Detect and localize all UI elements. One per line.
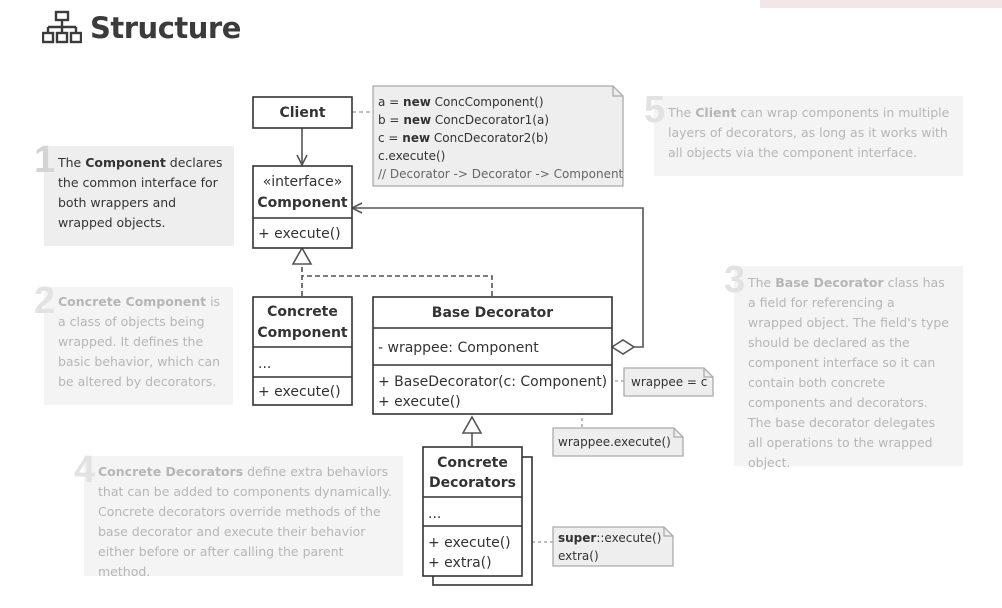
- concrete-component-method: + execute(): [258, 384, 341, 400]
- wrappee-execute-text: wrappee.execute(): [558, 435, 671, 449]
- note-number: 5: [644, 89, 666, 131]
- note-1: 1 The Component declares the common inte…: [34, 139, 234, 246]
- aggregation-link: [352, 208, 644, 348]
- client-code-comment: // Decorator -> Decorator -> Component: [378, 167, 624, 181]
- super-execute-line1: super::execute(): [558, 531, 661, 545]
- wrappee-assign-memo: wrappee = c: [623, 367, 714, 397]
- corner-decoration: [760, 0, 1002, 8]
- client-code-memo: a = new ConcComponent() b = new ConcDeco…: [372, 85, 624, 187]
- base-decorator-constructor: + BaseDecorator(c: Component): [378, 374, 607, 390]
- page-header: Structure: [42, 8, 241, 48]
- note-text: The Base Decorator class has a field for…: [748, 275, 949, 470]
- note-2: 2 Concrete Component is a class of objec…: [34, 280, 233, 405]
- super-execute-line2: extra(): [558, 549, 599, 563]
- client-code-line1: a = new ConcComponent(): [378, 95, 544, 109]
- concrete-decorators-name-line1: Concrete: [437, 455, 508, 471]
- realization-triangle: [291, 246, 313, 265]
- concrete-decorators-execute: + execute(): [428, 535, 511, 551]
- super-execute-memo: super::execute() extra(): [552, 526, 674, 567]
- component-stereotype: «interface»: [263, 174, 343, 190]
- client-code-line3: c = new ConcDecorator2(b): [378, 131, 548, 145]
- base-decorator-realization: [302, 275, 493, 296]
- wrappee-execute-memo: wrappee.execute(): [552, 427, 684, 457]
- component-interface-box: «interface» Component + execute(): [252, 165, 353, 249]
- concrete-decorators-field: ...: [428, 506, 441, 522]
- note-number: 1: [34, 139, 56, 181]
- base-decorator-field: - wrappee: Component: [378, 340, 539, 356]
- base-decorator-execute: + execute(): [378, 394, 461, 410]
- page-title: Structure: [90, 11, 241, 45]
- hierarchy-icon: [42, 10, 82, 44]
- note-text: The Client can wrap components in multip…: [668, 105, 950, 160]
- concrete-decorators-box: Concrete Decorators ... + execute() + ex…: [422, 446, 533, 586]
- component-name: Component: [257, 195, 348, 211]
- concrete-component-field: ...: [258, 356, 271, 372]
- note-number: 2: [34, 280, 56, 322]
- note-3: 3 The Base Decorator class has a field f…: [724, 259, 963, 470]
- client-box: Client: [252, 96, 353, 129]
- inheritance-triangle: [461, 415, 483, 434]
- aggregation-diamond: [610, 339, 636, 355]
- concrete-component-name-line1: Concrete: [267, 304, 338, 320]
- note-text: The Component declares the common interf…: [58, 155, 223, 230]
- note-number: 4: [74, 449, 96, 491]
- client-code-line2: b = new ConcDecorator1(a): [378, 113, 549, 127]
- wrappee-assign-text: wrappee = c: [631, 375, 707, 389]
- concrete-decorators-extra: + extra(): [428, 555, 492, 571]
- concrete-component-box: Concrete Component ... + execute(): [252, 296, 353, 406]
- note-text: Concrete Component is a class of objects…: [58, 294, 221, 389]
- base-decorator-name: Base Decorator: [432, 305, 554, 321]
- note-number: 3: [724, 259, 746, 301]
- note-5: 5 The Client can wrap components in mult…: [644, 89, 963, 176]
- note-4: 4 Concrete Decorators define extra behav…: [74, 449, 403, 579]
- note-text: Concrete Decorators define extra behavio…: [98, 464, 392, 579]
- concrete-decorators-name-line2: Decorators: [429, 475, 516, 491]
- component-method: + execute(): [258, 226, 341, 242]
- client-code-line4: c.execute(): [378, 149, 445, 163]
- base-decorator-box: Base Decorator - wrappee: Component + Ba…: [372, 296, 613, 415]
- client-label: Client: [279, 105, 325, 121]
- concrete-component-name-line2: Component: [257, 325, 348, 341]
